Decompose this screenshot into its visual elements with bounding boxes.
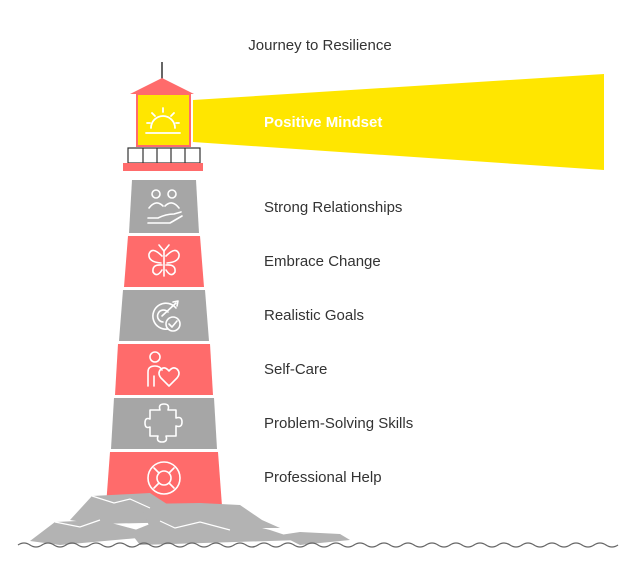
lifebuoy-icon	[147, 461, 181, 495]
lantern-room	[136, 93, 191, 147]
beacon-label: Positive Mindset	[264, 114, 383, 131]
level-label-embrace-change: Embrace Change	[264, 253, 381, 270]
level-label-professional-help: Professional Help	[264, 469, 382, 486]
diagram-title: Journey to Resilience	[248, 37, 392, 54]
rocks	[30, 493, 350, 545]
person-heart-icon	[147, 351, 180, 387]
tower-band-self-care	[115, 344, 213, 395]
tower-band-problem-solving	[111, 398, 217, 449]
tower-band-strong-relationships	[129, 180, 199, 233]
gallery-railing	[127, 147, 201, 164]
target-check-icon	[152, 300, 181, 332]
level-label-problem-solving: Problem-Solving Skills	[264, 415, 414, 432]
level-label-strong-relationships: Strong Relationships	[264, 199, 403, 216]
lighthouse-roof	[130, 78, 194, 94]
water-line	[17, 542, 619, 548]
people-hand-icon	[147, 189, 183, 224]
light-beam	[193, 74, 604, 170]
gallery-deck	[123, 163, 203, 171]
sun-icon	[145, 107, 181, 134]
level-label-self-care: Self-Care	[264, 361, 328, 378]
puzzle-piece-icon	[144, 403, 183, 443]
tower-band-realistic-goals	[119, 290, 209, 341]
tower-band-professional-help	[106, 452, 222, 506]
level-label-realistic-goals: Realistic Goals	[264, 307, 365, 324]
butterfly-icon	[148, 244, 180, 277]
